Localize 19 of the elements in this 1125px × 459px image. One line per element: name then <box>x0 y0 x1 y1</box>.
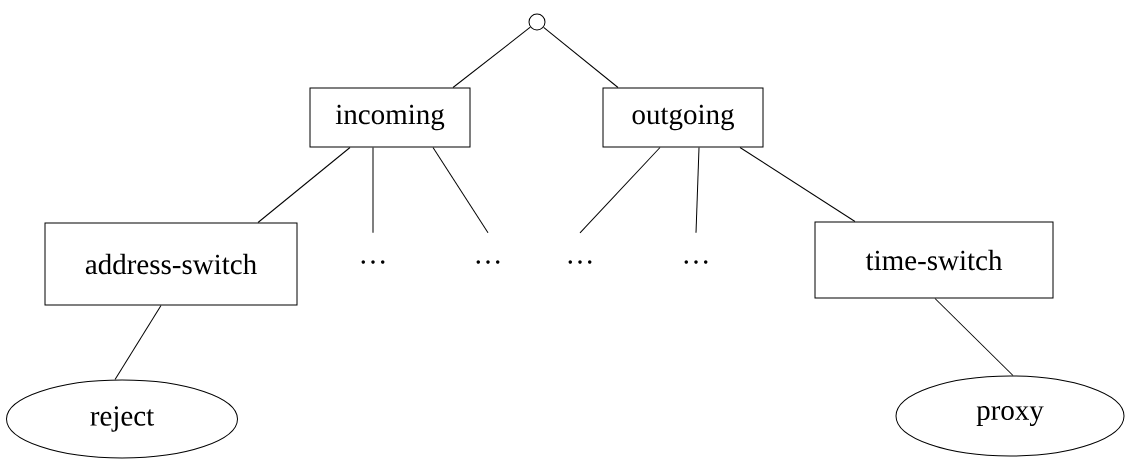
connector-line <box>432 147 489 234</box>
category-box: incoming <box>309 87 471 148</box>
root-circle <box>528 13 546 31</box>
ellipsis-text: … <box>361 260 385 264</box>
connector-line <box>452 26 531 88</box>
ellipsis-text: … <box>568 260 592 264</box>
connector-line <box>543 26 619 88</box>
ellipsis-text: … <box>684 260 708 264</box>
connector-line <box>114 305 162 381</box>
ellipsis-text: … <box>476 260 500 264</box>
connector-line <box>739 147 856 222</box>
connector-line <box>257 147 351 223</box>
switch-box: time-switch <box>814 221 1054 299</box>
connector-line <box>695 147 700 234</box>
connector-line <box>934 298 1014 376</box>
connector-line <box>579 147 661 234</box>
connector-line <box>372 147 374 234</box>
switch-box: address-switch <box>44 222 298 306</box>
category-box: outgoing <box>602 87 764 148</box>
